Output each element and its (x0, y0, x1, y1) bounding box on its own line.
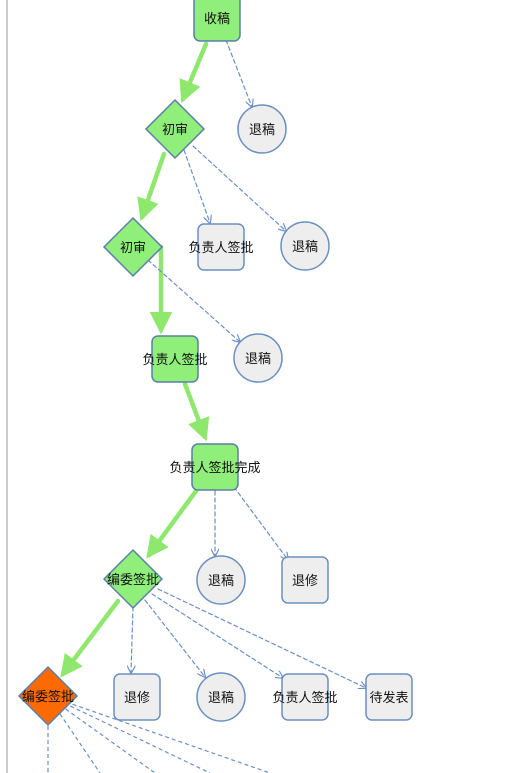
node-label: 负责人签批 (188, 240, 253, 256)
node-label: 退稿 (292, 239, 318, 255)
node-circle (233, 333, 283, 383)
node-tuigao-1[interactable]: 退稿 (237, 104, 287, 154)
node-diamond (17, 665, 79, 727)
edge-fzr_2-to-fzr_done (182, 381, 210, 442)
node-daifabiao[interactable]: 待发表 (365, 673, 413, 721)
node-label: 收稿 (204, 11, 230, 27)
node-diamond (102, 548, 164, 610)
node-diamond (102, 216, 164, 278)
node-box (113, 673, 161, 721)
node-tuigao-3[interactable]: 退稿 (233, 333, 283, 383)
node-label: 初审 (162, 123, 188, 138)
node-fzr-3[interactable]: 负责人签批 (272, 673, 338, 721)
edge-bianwei_1-to-fzr_3 (151, 593, 283, 678)
edge-fzr_done-to-bianwei_1 (146, 488, 199, 559)
node-tuigao-2[interactable]: 退稿 (280, 221, 330, 271)
node-circle (237, 104, 287, 154)
edge-chushen_1-to-fzr_1 (183, 149, 210, 223)
offscreen-edge (55, 707, 101, 773)
edge-chushen_2-to-tuigao_3 (147, 259, 240, 342)
edge-chushen_1-to-tuigao_2 (192, 145, 286, 231)
node-fzr-done[interactable]: 负责人签批完成 (169, 443, 261, 491)
node-chushen-1[interactable]: 初审 (144, 98, 206, 160)
node-box (193, 0, 241, 42)
node-label: 编委签批 (22, 689, 74, 705)
node-label: 退修 (292, 574, 318, 589)
node-fzr-1[interactable]: 负责人签批 (188, 223, 254, 271)
edges-layer (60, 39, 366, 688)
node-box (365, 673, 413, 721)
node-bianwei-2[interactable]: 编委签批 (17, 665, 79, 727)
node-label: 负责人签批 (272, 690, 337, 706)
node-circle (280, 221, 330, 271)
edge-shougao-to-tuigao_1 (225, 39, 252, 107)
node-box (197, 223, 245, 271)
node-label: 编委签批 (107, 572, 159, 588)
edge-bianwei_1-to-tuixiu_2 (131, 606, 133, 673)
node-label: 退稿 (249, 122, 275, 138)
edge-bianwei_1-to-bianwei_2 (60, 598, 121, 678)
node-tuixiu-1[interactable]: 退修 (281, 556, 329, 604)
node-box (281, 673, 329, 721)
node-label: 退稿 (208, 690, 234, 706)
nodes-layer: 收稿退稿初审初审负责人签批退稿负责人签批退稿负责人签批完成退稿退修编委签批编委签… (17, 0, 413, 727)
node-label: 退稿 (245, 351, 271, 367)
node-box (151, 335, 199, 383)
node-label: 待发表 (369, 690, 408, 706)
node-diamond (144, 98, 206, 160)
node-label: 退稿 (208, 573, 234, 589)
node-fzr-2[interactable]: 负责人签批 (142, 335, 208, 383)
node-label: 初审 (120, 241, 146, 256)
node-label: 负责人签批 (142, 352, 207, 368)
node-label: 退修 (124, 691, 150, 706)
offscreen-edge (59, 704, 156, 773)
edge-shougao-to-chushen_1 (179, 41, 209, 104)
node-tuigao-5[interactable]: 退稿 (196, 672, 246, 722)
node-box (191, 443, 239, 491)
node-tuixiu-2[interactable]: 退修 (113, 673, 161, 721)
node-label: 负责人签批完成 (169, 460, 260, 476)
edge-chushen_1-to-chushen_2 (137, 151, 167, 222)
edge-fzr_done-to-tuixiu_1 (233, 486, 288, 560)
node-circle (196, 555, 246, 605)
node-box (281, 556, 329, 604)
node-bianwei-1[interactable]: 编委签批 (102, 548, 164, 610)
offscreen-edge (65, 701, 271, 773)
node-shougao[interactable]: 收稿 (193, 0, 241, 42)
node-tuigao-4[interactable]: 退稿 (196, 555, 246, 605)
node-chushen-2[interactable]: 初审 (102, 216, 164, 278)
node-circle (196, 672, 246, 722)
edge-bianwei_1-to-daifabiao (157, 588, 366, 688)
edge-bianwei_1-to-tuigao_5 (144, 599, 205, 677)
offscreen-edge (63, 702, 211, 773)
